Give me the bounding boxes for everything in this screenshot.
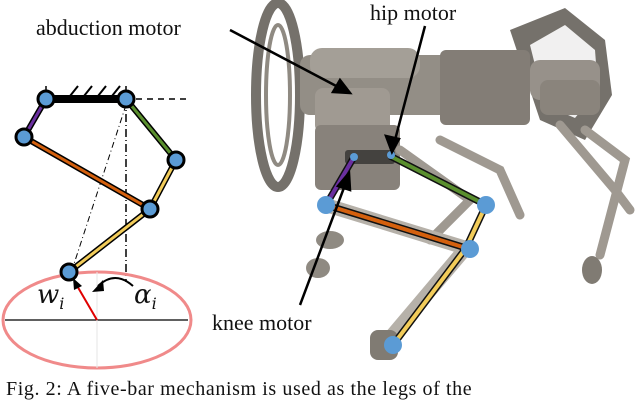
pointer-arrows <box>229 25 427 306</box>
figure: abduction motor hip motor knee motor wi … <box>1 0 635 370</box>
knee-motor-label: knee motor <box>212 310 312 335</box>
abduction-motor-label: abduction motor <box>36 15 181 40</box>
hip-motor-label: hip motor <box>370 0 457 25</box>
alpha-i-symbol: αi <box>134 280 157 314</box>
five-bar-diagram <box>1 0 635 370</box>
figure-caption: Fig. 2: A five-bar mechanism is used as … <box>6 378 473 400</box>
robot-render <box>251 0 635 360</box>
schematic <box>1 85 193 370</box>
w-i-symbol: wi <box>37 280 65 314</box>
robot-linkage-overlay <box>317 151 495 354</box>
